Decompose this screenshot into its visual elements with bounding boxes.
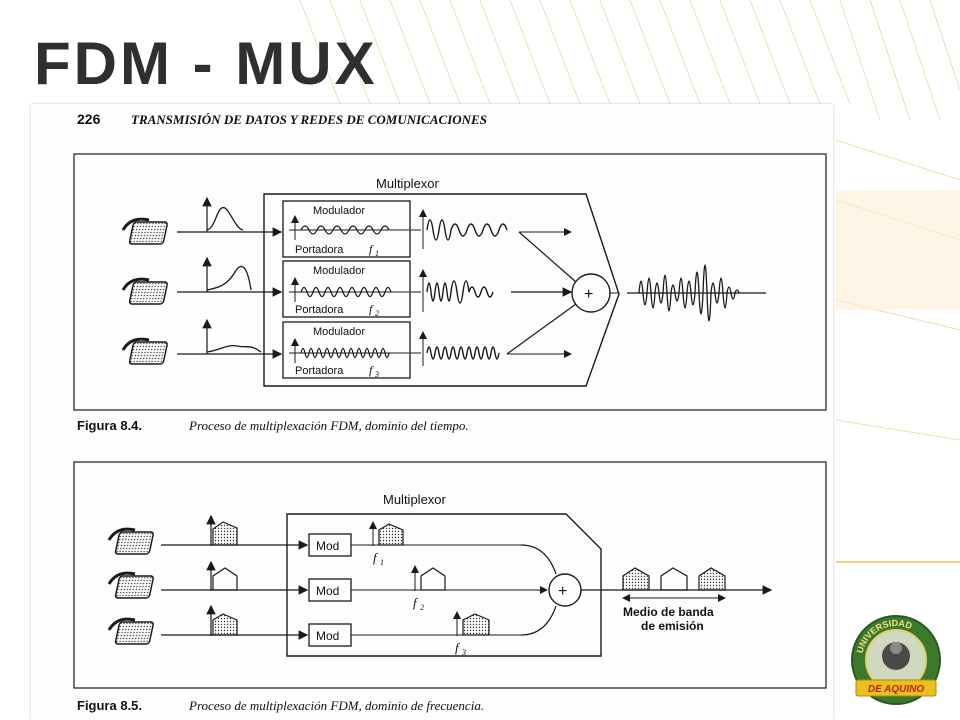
figure-8-5-label: Figura 8.5. [77, 698, 142, 713]
page-number: 226 [77, 111, 101, 127]
figure-8-4-caption: Proceso de multiplexación FDM, dominio d… [188, 418, 469, 433]
band-freq-1: f [373, 550, 379, 565]
output-spectrum-1 [622, 567, 650, 591]
band-freq-3: f [455, 640, 461, 655]
mod-label-3: Mod [316, 629, 339, 643]
modulator-label-2: Modulador [313, 265, 365, 277]
composite-signal [627, 264, 766, 322]
band-sub-2: 2 [420, 603, 424, 612]
baseband-signal-2 [202, 256, 252, 292]
carrier-freq-3: f [369, 363, 374, 377]
shifted-spectrum-3 [462, 613, 490, 636]
slide-title: FDM - MUX [34, 30, 378, 97]
carrier-freq-1: f [369, 242, 374, 256]
scanned-figures: 226 TRANSMISIÓN DE DATOS Y REDES DE COMU… [73, 111, 827, 713]
telephone-icon [121, 277, 168, 305]
modulated-signal-2 [419, 269, 494, 312]
baseband-signal-1 [202, 196, 244, 232]
baseband-signal-3 [202, 318, 262, 354]
modulator-label-1: Modulador [313, 205, 365, 217]
band-sub-1: 1 [380, 558, 384, 567]
carrier-sub-1: 1 [375, 249, 379, 258]
carrier-label-1: Portadora [295, 244, 344, 256]
multiplexor-label-time: Multiplexor [376, 176, 440, 191]
telephone-icon [107, 571, 154, 599]
logo-ribbon-text: DE AQUINO [868, 684, 925, 695]
sum-symbol-time: + [584, 286, 593, 303]
freq-row-2: Mod f 2 [107, 560, 548, 612]
sum-symbol-freq: + [558, 583, 567, 600]
mod-label-2: Mod [316, 584, 339, 598]
carrier-label-3: Portadora [295, 365, 344, 377]
baseband-spectrum-3 [212, 613, 238, 636]
carrier-freq-2: f [369, 302, 374, 316]
figure-8-5-caption: Proceso de multiplexación FDM, dominio d… [188, 698, 484, 713]
modulated-signal-3 [419, 331, 500, 366]
output-spectrum-3 [698, 567, 726, 591]
band-sub-3: 3 [461, 648, 466, 657]
telephone-icon [107, 617, 154, 645]
telephone-icon [107, 527, 154, 555]
modulated-signal-1 [419, 209, 508, 249]
multiplexor-label-freq: Multiplexor [383, 492, 447, 507]
telephone-icon [121, 217, 168, 245]
baseband-spectrum-2 [212, 567, 238, 591]
row-3: Modulador Portadora f 3 [121, 303, 577, 379]
modulator-label-3: Modulador [313, 326, 365, 338]
university-logo: UNIVERSIDAD DE AQUINO [851, 615, 941, 705]
row-2: Modulador Portadora f 2 [121, 256, 573, 318]
output-spectrum-2 [660, 567, 688, 591]
band-freq-2: f [413, 595, 419, 610]
scanned-page: 226 TRANSMISIÓN DE DATOS Y REDES DE COMU… [31, 104, 833, 720]
row-1: Modulador Portadora f 1 [121, 196, 577, 283]
shifted-spectrum-2 [420, 567, 446, 591]
telephone-icon [121, 337, 168, 365]
baseband-spectrum-1 [212, 521, 238, 546]
figure-8-4: Multiplexor Modulador Portadora f 1 [73, 153, 827, 433]
medium-label-line1: Medio de banda [623, 605, 714, 619]
figure-8-4-label: Figura 8.4. [77, 418, 142, 433]
freq-row-3: Mod f 3 [107, 604, 557, 657]
carrier-sub-3: 3 [374, 370, 379, 379]
mod-label-1: Mod [316, 539, 339, 553]
medium-label-line2: de emisión [641, 619, 704, 633]
carrier-sub-2: 2 [375, 309, 379, 318]
freq-row-1: Mod f 1 [107, 514, 557, 575]
running-title: TRANSMISIÓN DE DATOS Y REDES DE COMUNICA… [131, 112, 487, 127]
shifted-spectrum-1 [378, 523, 404, 546]
carrier-label-2: Portadora [295, 304, 344, 316]
figure-8-5: Multiplexor Mod f 1 [73, 461, 827, 713]
